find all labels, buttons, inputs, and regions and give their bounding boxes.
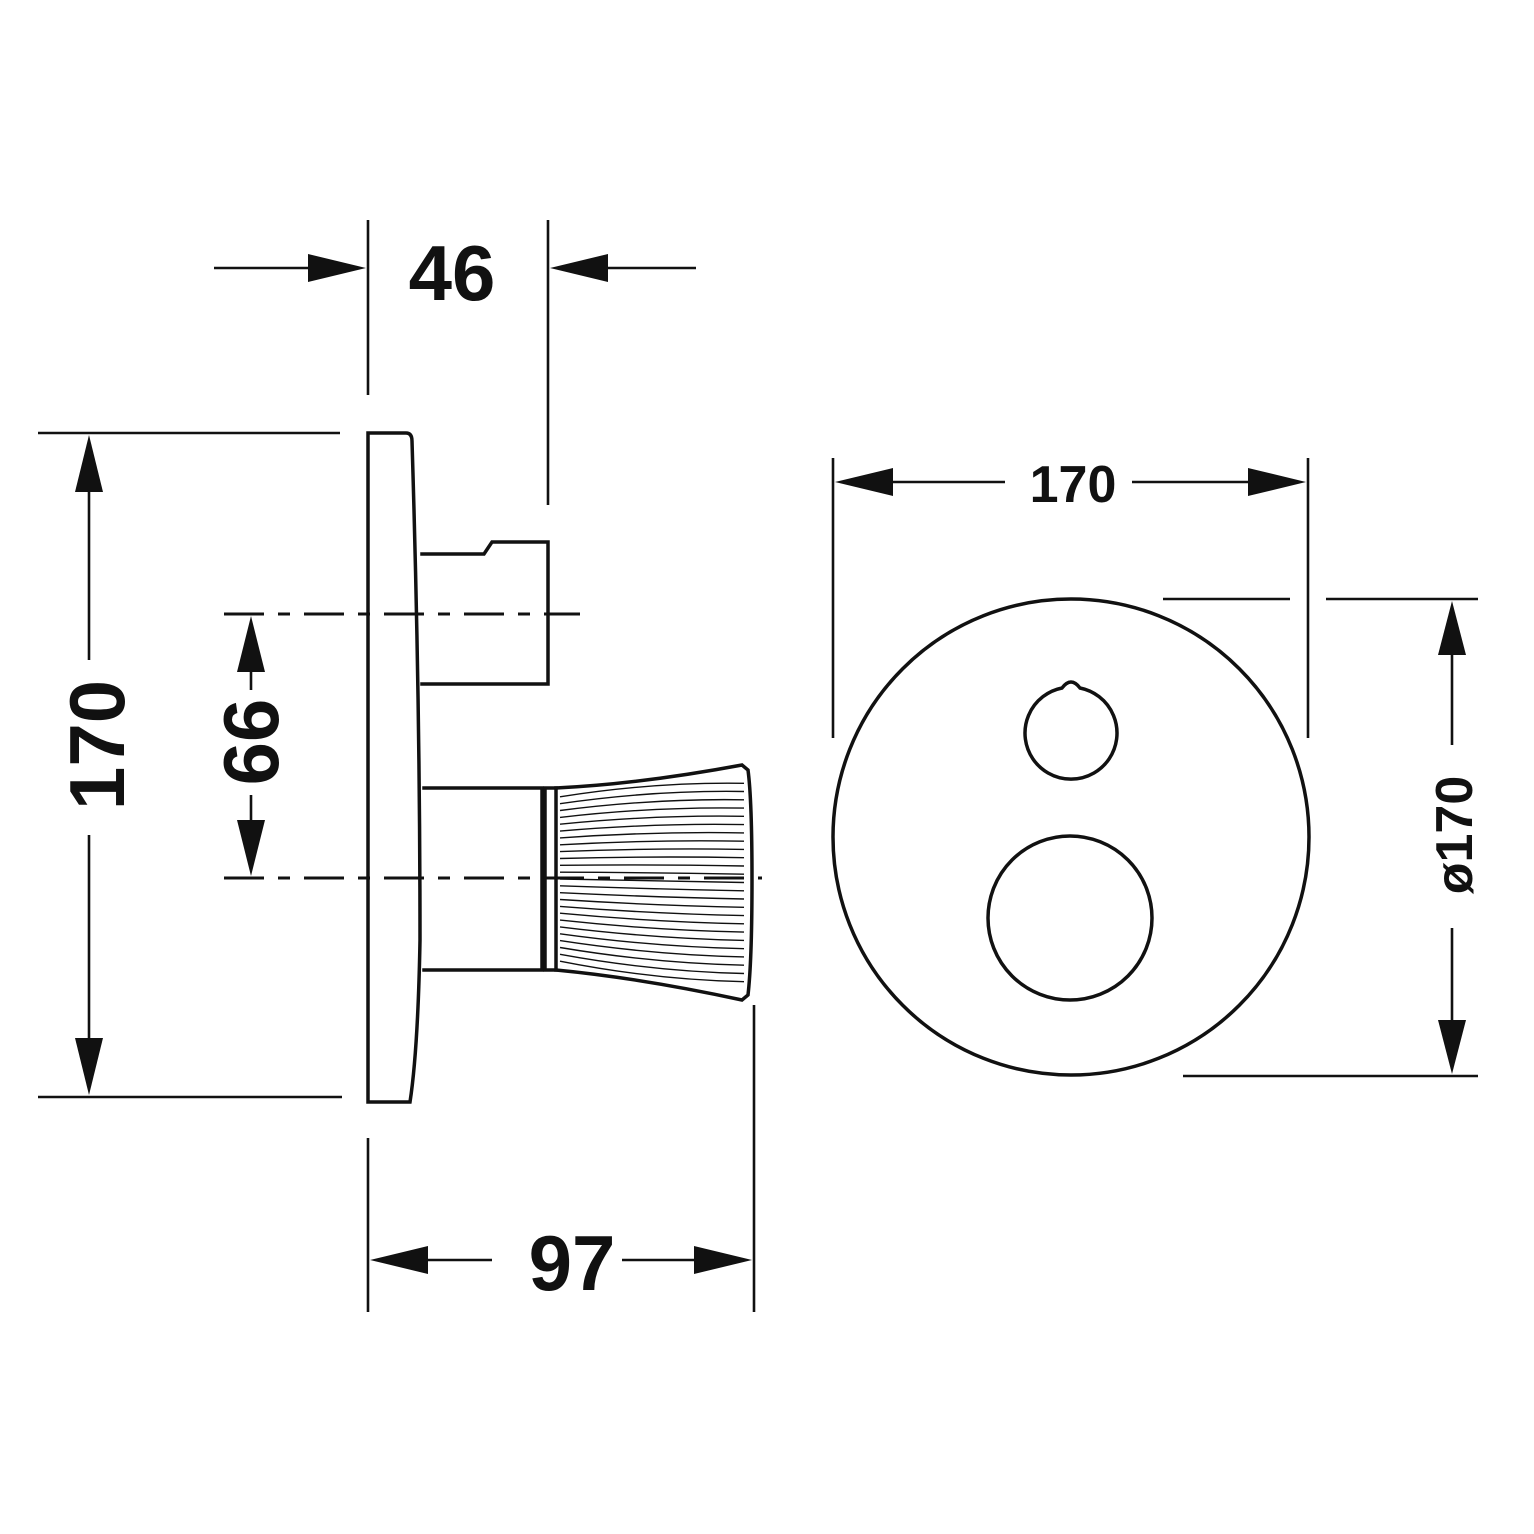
handle-rib [559, 905, 745, 917]
handle-rib [559, 798, 745, 812]
rosette-profile [366, 431, 422, 1104]
handle-rib [559, 960, 745, 983]
handle-rib [559, 782, 745, 798]
selector-knob [1023, 680, 1119, 781]
arrow-46-left [308, 254, 366, 282]
handle-rib [559, 831, 745, 839]
handle-rib [559, 892, 745, 900]
arrow-170-up [75, 435, 103, 492]
arrow-dia-up [1438, 601, 1466, 655]
handle-rib [559, 926, 745, 942]
handle-rib [559, 840, 745, 846]
handle-rib [559, 933, 745, 950]
dim-label-97: 97 [529, 1219, 616, 1307]
thermostat-knob [986, 834, 1154, 1002]
handle-rib [559, 807, 745, 819]
handle-rib [559, 823, 745, 832]
handle-rib [559, 871, 745, 875]
arrow-97-right [694, 1246, 752, 1274]
arrow-170-down [75, 1038, 103, 1095]
handle-rib [559, 946, 745, 966]
handle-rib [559, 856, 745, 860]
handle-rib [559, 919, 745, 933]
dim-label-diameter: ø170 [1426, 776, 1484, 895]
handle-rib [559, 848, 745, 853]
dim-label-66: 66 [207, 699, 295, 786]
handle-rib [559, 898, 745, 908]
handle-rib [559, 953, 745, 975]
arrow-width-left [835, 468, 893, 496]
dim-label-170-height: 170 [53, 680, 141, 810]
handle-rib [559, 885, 745, 892]
handle-rib [559, 912, 745, 925]
handle-rib [559, 864, 745, 867]
arrow-66-up [237, 616, 265, 672]
arrow-46-right [550, 254, 608, 282]
arrow-dia-down [1438, 1020, 1466, 1074]
handle-rib [559, 939, 745, 958]
arrow-97-left [370, 1246, 428, 1274]
dim-label-46: 46 [409, 229, 496, 317]
side-view: 46 170 66 97 [38, 220, 762, 1312]
handle-ribs [559, 782, 745, 983]
arrow-66-down [237, 820, 265, 876]
rosette-circle [831, 597, 1311, 1077]
handle-rib [559, 790, 745, 805]
front-view: 170 ø170 [831, 456, 1484, 1078]
dim-label-170-width: 170 [1030, 456, 1117, 514]
handle-rib [559, 815, 745, 825]
arrow-width-right [1248, 468, 1306, 496]
